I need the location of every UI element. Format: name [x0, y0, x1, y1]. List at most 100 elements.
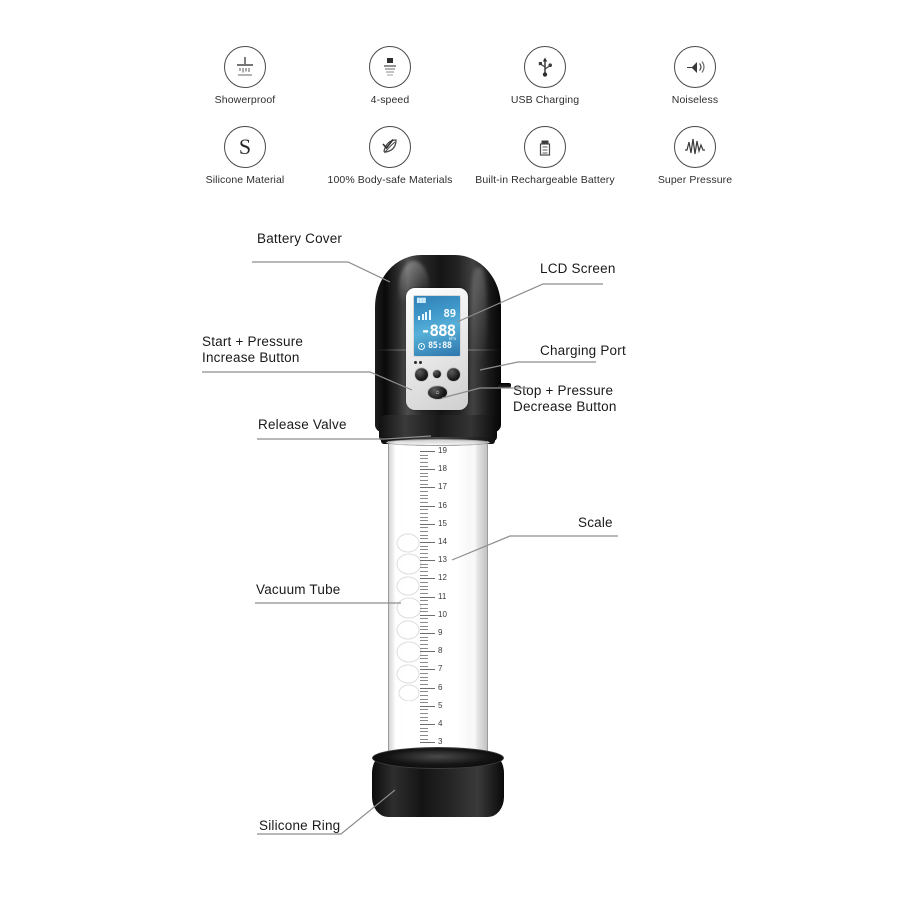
scale-tick-label: 19 [438, 446, 447, 455]
lcd-signal-bars [418, 309, 432, 320]
scale-tick-minor [420, 454, 428, 456]
power-icon: ⏻ [435, 390, 440, 396]
scale-tick-minor [420, 520, 428, 522]
feature-body-safe: 100% Body-safe Materials [305, 126, 475, 186]
scale-tick-major [420, 687, 435, 689]
feature-label: Built-in Rechargeable Battery [475, 174, 615, 186]
leader-scale [451, 535, 618, 561]
scale-tick-major [420, 505, 435, 507]
scale-tick-minor [420, 691, 428, 693]
scale-tick-minor [420, 494, 428, 496]
scale-tick-minor [420, 665, 428, 667]
callout-stop-button-line1: Stop + Pressure [513, 383, 614, 398]
leader-vacuum-tube [255, 602, 401, 604]
scale-tick-label: 18 [438, 464, 447, 474]
scale-tick-minor [420, 465, 428, 467]
scale-tick-minor [420, 611, 428, 613]
body-safe-leaf-icon [369, 126, 411, 168]
callout-stop-button: Stop + Pressure Decrease Button [513, 383, 617, 415]
lcd-battery-value: 89 [443, 307, 456, 320]
feature-noiseless: Noiseless [610, 46, 780, 106]
scale-tick-minor [420, 625, 428, 627]
mode-button[interactable] [433, 370, 441, 378]
scale-tick-label: 6 [438, 682, 443, 692]
scale-tick-minor [420, 673, 428, 675]
lcd-signal-bar [421, 314, 424, 320]
lcd-top-indicator: ███ [417, 299, 427, 304]
lcd-signal-bar [425, 312, 428, 320]
scale-tick-label: 9 [438, 628, 443, 637]
scale-tick-minor [420, 731, 428, 733]
scale-tick-minor [420, 461, 428, 463]
feature-label: USB Charging [510, 94, 580, 106]
charging-port[interactable] [498, 383, 511, 388]
lcd-signal-bar [418, 316, 421, 320]
stop-pressure-decrease-button[interactable] [447, 368, 460, 381]
feature-super-pressure: Super Pressure [610, 126, 780, 186]
noiseless-icon [674, 46, 716, 88]
scale-tick-label: 3 [438, 737, 443, 747]
scale-tick-minor [420, 592, 428, 594]
scale-tick-major [420, 724, 435, 725]
scale-tick-minor [420, 676, 428, 678]
scale-tick-major [420, 705, 435, 707]
scale-tick-minor [420, 527, 428, 529]
scale-tick-major [420, 487, 435, 489]
scale-tick-major [420, 523, 435, 525]
scale-tick-minor [420, 516, 428, 518]
scale-tick-minor [420, 734, 428, 736]
scale-tick-minor [420, 603, 428, 605]
callout-charging-port: Charging Port [540, 343, 626, 358]
feature-showerproof: Showerproof [160, 46, 330, 106]
feature-label: Showerproof [214, 94, 276, 106]
feature-silicone-material: S Silicone Material [160, 126, 330, 186]
usb-icon [524, 46, 566, 88]
scale-tick-major [420, 578, 435, 580]
scale-tick-minor [420, 713, 428, 715]
callout-silicone-ring: Silicone Ring [259, 818, 341, 833]
callout-vacuum-tube: Vacuum Tube [256, 582, 341, 597]
start-pressure-increase-button[interactable] [415, 368, 428, 381]
callout-start-button-line2: Increase Button [202, 349, 300, 365]
feature-label: 4-speed [370, 94, 410, 106]
scale-tick-minor [420, 552, 428, 554]
scale-tick-minor [420, 563, 428, 565]
callout-lcd-screen: LCD Screen [540, 261, 616, 276]
scale-tick-minor [420, 531, 428, 533]
scale-tick-major [420, 742, 435, 744]
scale-tick-major [420, 469, 435, 471]
housing-highlight-right [471, 267, 487, 363]
silicone-ring-opening [386, 751, 490, 765]
scale-tick-label: 11 [438, 591, 447, 601]
scale-tick-minor [420, 647, 428, 649]
scale-tick-minor [420, 643, 428, 645]
scale-tick-minor [420, 512, 428, 514]
leader-lcd-screen [456, 283, 603, 323]
indicator-leds [414, 361, 422, 364]
scale-tick-label: 7 [438, 664, 443, 674]
scale-tick-label: 8 [438, 646, 443, 656]
scale-tick-minor [420, 622, 428, 624]
scale-tick-minor [420, 600, 428, 602]
scale-tick-minor [420, 585, 428, 587]
scale-tick-minor [420, 582, 428, 584]
scale-tick-minor [420, 534, 428, 536]
scale-tick-minor [420, 491, 428, 493]
scale-tick-minor [420, 476, 428, 478]
scale-tick-label: 5 [438, 700, 443, 710]
scale-tick-minor [420, 589, 428, 591]
power-button[interactable]: ⏻ [428, 386, 447, 399]
callout-start-button-line1: Start + Pressure [202, 334, 304, 349]
silicone-s-icon: S [224, 126, 266, 168]
waveform-icon [674, 126, 716, 168]
feature-icon-grid: Showerproof 4-speed [160, 46, 760, 186]
feature-label: Silicone Material [205, 174, 285, 186]
feature-label: 100% Body-safe Materials [327, 174, 453, 186]
callout-start-button: Start + Pressure Increase Button [202, 334, 303, 366]
leader-release-valve [257, 435, 432, 440]
leader-stop-button [441, 387, 528, 399]
scale-tick-minor [420, 720, 428, 722]
scale-tick-minor [420, 658, 428, 660]
scale-tick-label: 16 [438, 500, 447, 510]
